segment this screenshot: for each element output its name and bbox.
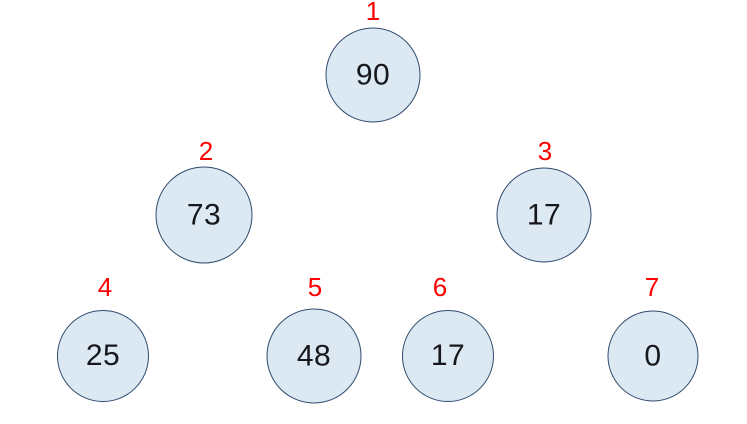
tree-node[interactable]: 73 [155, 166, 253, 264]
node-index-label: 6 [432, 272, 448, 302]
tree-node-value: 73 [186, 198, 222, 231]
tree-node[interactable]: 48 [266, 308, 362, 404]
tree-node-value: 90 [355, 58, 391, 91]
tree-node[interactable]: 17 [496, 167, 592, 263]
node-index-label: 2 [198, 136, 214, 166]
tree-node[interactable]: 0 [607, 310, 699, 402]
tree-node-value: 17 [430, 339, 466, 372]
tree-node-value: 25 [85, 339, 121, 372]
tree-node[interactable]: 25 [57, 310, 149, 402]
node-index-label: 7 [644, 272, 660, 302]
tree-node-value: 17 [526, 198, 562, 231]
tree-node-value: 0 [644, 339, 662, 372]
node-index-label: 3 [537, 136, 553, 166]
tree-node[interactable]: 17 [402, 310, 494, 402]
tree-node-value: 48 [296, 339, 332, 372]
node-index-label: 5 [307, 272, 323, 302]
node-index-label: 1 [365, 0, 381, 26]
node-index-label: 4 [97, 272, 113, 302]
tree-node[interactable]: 90 [325, 27, 421, 123]
